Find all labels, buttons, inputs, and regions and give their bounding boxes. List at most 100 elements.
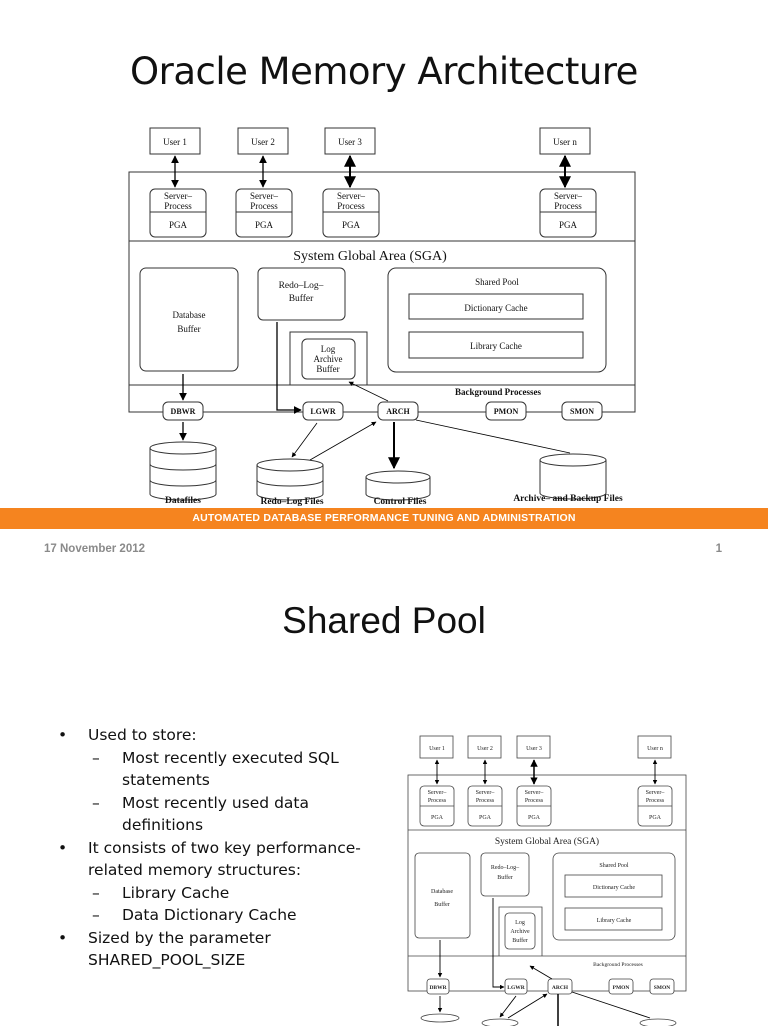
process-label: SMON [570, 407, 594, 416]
redo-log-files-cylinder [256, 458, 324, 501]
pga-label: PGA [431, 815, 444, 821]
library-cache-label: Library Cache [470, 341, 522, 351]
user-label: User n [553, 137, 577, 147]
process-label: DBWR [429, 985, 447, 991]
database-buffer-label: Database [173, 310, 206, 320]
process-label: PMON [494, 407, 519, 416]
database-buffer-box [414, 852, 471, 939]
archive-files-cylinder [539, 453, 607, 500]
user-box [149, 127, 201, 155]
server-process-label: Process [337, 201, 365, 211]
process-box [504, 978, 528, 995]
redo-log-buffer-label: Buffer [289, 293, 314, 304]
pga-label: PGA [169, 220, 188, 230]
shared-pool-label: Shared Pool [475, 277, 519, 287]
dictionary-cache-label: Dictionary Cache [593, 885, 635, 891]
library-cache-label: Library Cache [597, 918, 632, 924]
bullet-list: Used to store: Most recently executed SQ… [52, 724, 382, 972]
user-box [539, 127, 591, 155]
pga-label: PGA [479, 815, 492, 821]
server-process-label: Process [164, 201, 192, 211]
dictionary-cache-label: Dictionary Cache [464, 303, 527, 313]
user-box [467, 735, 502, 759]
pga-label: PGA [528, 815, 541, 821]
file-label: Archive– and Backup Files [513, 494, 623, 504]
user-label: User 2 [477, 746, 493, 752]
server-process-label: Process [476, 798, 495, 804]
slide-date: 17 November 2012 [44, 543, 146, 555]
log-archive-buffer-label: Log [515, 920, 525, 926]
footer-banner: AUTOMATED DATABASE PERFORMANCE TUNING AN… [0, 508, 768, 529]
oracle-memory-architecture-diagram: User 1 User 2 User 3 User n Server– Proc… [128, 127, 636, 507]
user-box [419, 735, 454, 759]
user-label: User 3 [526, 746, 542, 752]
user-label: User n [647, 746, 663, 752]
archive-files-cylinder [639, 1018, 677, 1026]
server-process-label: Server– [476, 790, 496, 796]
server-process-label: Process [525, 798, 544, 804]
server-process-box [539, 188, 597, 238]
file-label: Redo–Log Files [260, 497, 323, 507]
background-processes-label: Background Processes [593, 962, 643, 968]
log-archive-buffer-label: Log [321, 344, 336, 354]
redo-log-buffer-label: Redo–Log– [491, 865, 520, 871]
log-archive-buffer-label: Archive [314, 354, 343, 364]
database-buffer-label: Buffer [177, 324, 200, 334]
database-buffer-label: Buffer [434, 901, 450, 908]
process-box [561, 401, 603, 421]
control-files-cylinder [365, 470, 431, 501]
process-label: ARCH [386, 407, 410, 416]
sub-bullet-item: Library Cache [52, 882, 382, 905]
oracle-memory-architecture-diagram-small: User 1 User 2 User 3 User n Server– Proc… [407, 735, 687, 1026]
server-process-box [235, 188, 293, 238]
server-process-label: Process [554, 201, 582, 211]
sub-bullet-item: Most recently executed SQL statements [52, 747, 382, 792]
file-label: Control Files [374, 497, 427, 507]
log-archive-buffer-label: Buffer [512, 937, 528, 944]
pga-label: PGA [255, 220, 274, 230]
process-label: SMON [654, 985, 671, 991]
server-process-box [322, 188, 380, 238]
process-box [649, 978, 675, 995]
process-box [162, 401, 204, 421]
shared-pool-label: Shared Pool [599, 863, 628, 869]
server-process-label: Server– [164, 191, 192, 201]
server-process-label: Server– [554, 191, 582, 201]
database-buffer-box [139, 267, 239, 372]
redo-log-files-cylinder [481, 1018, 519, 1026]
server-process-label: Process [428, 798, 447, 804]
slide-title: Oracle Memory Architecture [130, 50, 638, 93]
slide-1: Oracle Memory Architecture [0, 50, 768, 555]
bullet-item: Sized by the parameter SHARED_POOL_SIZE [52, 927, 382, 972]
shared-pool-box [387, 267, 607, 373]
sga-title: System Global Area (SGA) [293, 249, 447, 264]
instance-frame [407, 774, 687, 992]
redo-log-buffer-label: Redo–Log– [279, 281, 324, 291]
library-cache-box [408, 331, 584, 359]
server-process-label: Server– [525, 790, 545, 796]
process-label: DBWR [171, 407, 196, 416]
server-process-label: Server– [428, 790, 448, 796]
datafiles-cylinder [420, 1013, 460, 1023]
log-archive-buffer-label: Buffer [316, 364, 339, 374]
user-label: User 3 [338, 137, 362, 147]
process-box [485, 401, 527, 421]
log-archive-buffer-label: Archive [510, 929, 530, 935]
library-cache-box [564, 907, 663, 931]
process-box [302, 401, 344, 421]
process-label: ARCH [552, 985, 569, 991]
server-process-label: Server– [646, 790, 666, 796]
slide-2: Shared Pool Used to store: Most recently… [0, 576, 768, 1026]
shared-pool-box [552, 852, 676, 941]
sub-bullet-item: Data Dictionary Cache [52, 904, 382, 927]
process-label: LGWR [507, 985, 525, 991]
redo-log-buffer-box [480, 852, 530, 897]
user-box [324, 127, 376, 155]
user-label: User 1 [163, 137, 187, 147]
sub-bullet-item: Most recently used data definitions [52, 792, 382, 837]
database-buffer-label: Database [431, 889, 453, 895]
user-label: User 2 [251, 137, 275, 147]
slide-title: Shared Pool [282, 600, 486, 641]
pga-label: PGA [342, 220, 361, 230]
process-box [426, 978, 450, 995]
